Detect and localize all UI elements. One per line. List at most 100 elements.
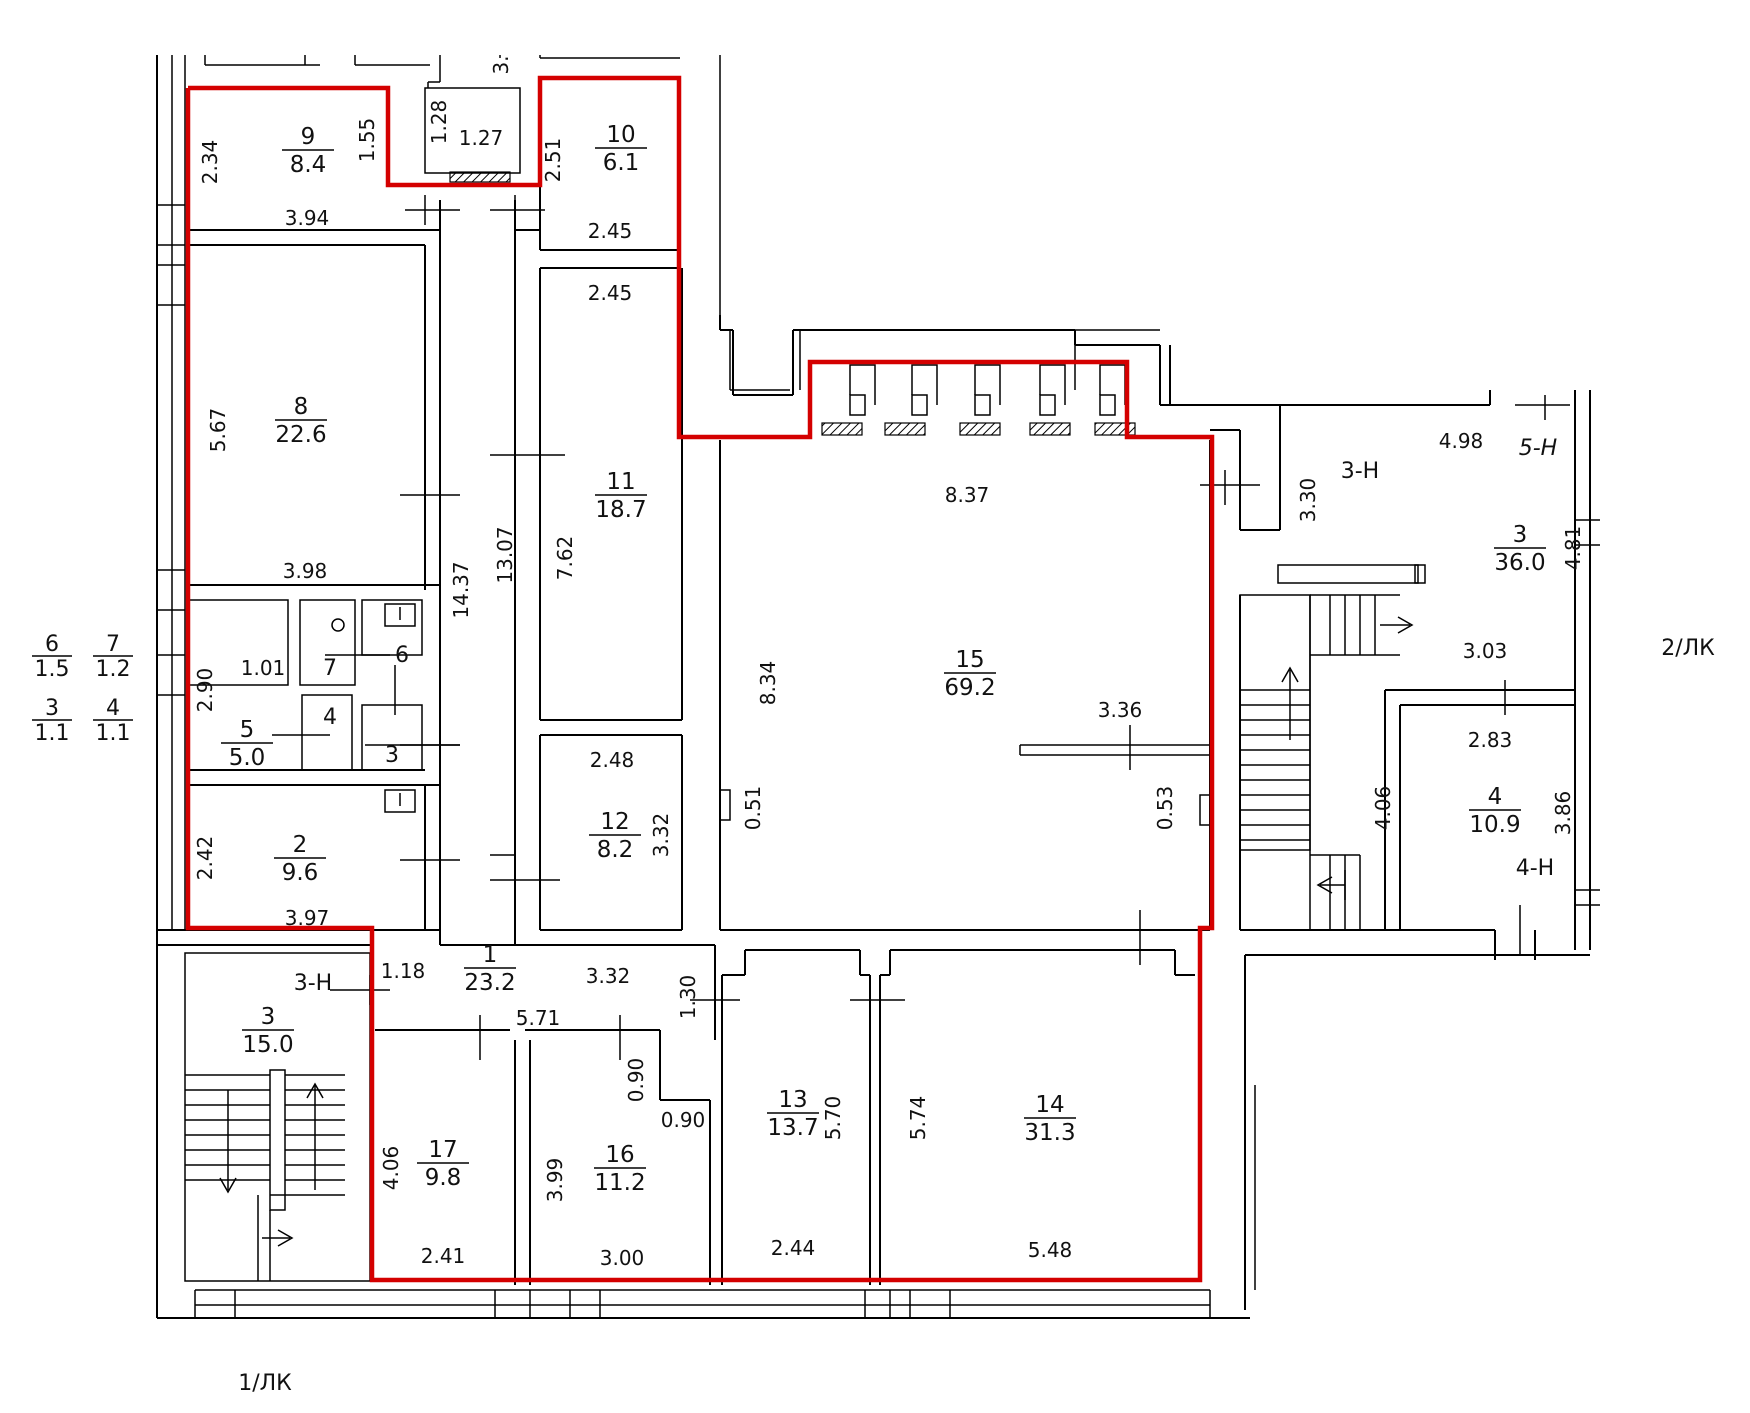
highlighted-area-outline: [185, 75, 1215, 1283]
room-number: 1: [483, 942, 498, 968]
dim-0-51: 0.51: [741, 786, 765, 831]
room-area: 9.8: [425, 1165, 462, 1191]
hatched-blocks: [449, 171, 1136, 436]
dim-3-99: 3.99: [543, 1158, 567, 1203]
dim-14-37: 14.37: [449, 561, 473, 618]
dim-1-55: 1.55: [355, 118, 379, 163]
dim-5-48: 5.48: [1028, 1238, 1073, 1262]
legend: 61.571.231.141.1: [32, 632, 133, 746]
dim-5-71: 5.71: [516, 1006, 561, 1030]
room-area: 31.3: [1024, 1120, 1075, 1146]
room-number: 2: [293, 832, 308, 858]
dim-3-00: 3.00: [600, 1246, 645, 1270]
room-number: 12: [600, 809, 629, 835]
room-label: 822.6: [275, 394, 327, 448]
dim-2-45-top: 2.45: [588, 219, 633, 243]
marker-4-n: 4-Н: [1516, 856, 1554, 881]
room-area: 8.2: [597, 837, 634, 863]
dim-2-90: 2.90: [193, 668, 217, 713]
room-area: 11.2: [594, 1170, 645, 1196]
dim-1-28: 1.28: [427, 100, 451, 145]
dim-5-70: 5.70: [821, 1096, 845, 1141]
room-label: 29.6: [274, 832, 326, 886]
room-number: 11: [606, 469, 635, 495]
legend-area: 1.1: [35, 721, 70, 746]
marker-3-n-right: 3-Н: [1341, 459, 1379, 484]
legend-item: 61.5: [32, 632, 72, 682]
room-number: 13: [778, 1087, 807, 1113]
room-labels: 98.4106.1822.61118.71569.2336.0410.9128.…: [221, 122, 1546, 1196]
room-label: 98.4: [282, 124, 334, 178]
dim-7-62: 7.62: [553, 536, 577, 581]
marker-2-lk: 2/ЛК: [1661, 636, 1715, 661]
room-number: 10: [606, 122, 635, 148]
dim-2-51: 2.51: [541, 138, 565, 183]
room-label-3-small: 3: [385, 743, 399, 768]
legend-item: 41.1: [93, 696, 133, 746]
dim-0-90: 0.90: [661, 1108, 706, 1132]
legend-number: 7: [106, 632, 120, 657]
dim-3-03: 3.03: [1463, 639, 1508, 663]
walls: [156, 55, 1600, 1319]
legend-number: 4: [106, 696, 120, 721]
room-area: 9.6: [282, 860, 319, 886]
dim-2-41: 2.41: [421, 1244, 466, 1268]
markers: 3-Н 5-Н 4-Н 3-Н 2/ЛК 1/ЛК: [238, 436, 1715, 1396]
dim-3-94: 3.94: [285, 206, 330, 230]
room-number: 14: [1035, 1092, 1064, 1118]
small-room-labels: 7 6 4 3: [323, 643, 409, 768]
room-area: 6.1: [603, 150, 640, 176]
room-label: 123.2: [464, 942, 516, 996]
dim-3-97: 3.97: [285, 906, 330, 930]
dim-2-34: 2.34: [198, 140, 222, 185]
legend-area: 1.1: [96, 721, 131, 746]
room-label-7: 7: [323, 656, 337, 681]
dim-3-36: 3.36: [1098, 698, 1143, 722]
room-label: 410.9: [1469, 784, 1521, 838]
dim-1-01: 1.01: [241, 656, 286, 680]
room-label: 128.2: [589, 809, 641, 863]
dim-1-27: 1.27: [459, 126, 504, 150]
room-label: 315.0: [242, 1004, 294, 1058]
room-number: 3: [261, 1004, 276, 1030]
legend-number: 3: [45, 696, 59, 721]
dim-0-90-vertical: 0.90: [624, 1058, 648, 1103]
dim-2-45: 2.45: [588, 281, 633, 305]
room-label: 55.0: [221, 717, 273, 771]
dim-3-98: 3.98: [283, 559, 328, 583]
room-area: 36.0: [1494, 550, 1545, 576]
room-number: 9: [301, 124, 316, 150]
room-area: 18.7: [595, 497, 646, 523]
dim-8-34: 8.34: [756, 661, 780, 706]
dim-2-42: 2.42: [193, 836, 217, 881]
dim-3-30: 3.30: [1296, 478, 1320, 523]
legend-item: 71.2: [93, 632, 133, 682]
dim-4-06-right: 4.06: [1371, 786, 1395, 831]
room-label: 106.1: [595, 122, 647, 176]
dim-5-74: 5.74: [906, 1096, 930, 1141]
legend-area: 1.5: [35, 657, 70, 682]
dimension-labels: 2.34 1.55 3.94 1.28 1.27 3. 2.51 2.45 2.…: [193, 55, 1585, 1270]
dim-4-06-left: 4.06: [379, 1146, 403, 1191]
dim-5-67: 5.67: [206, 408, 230, 453]
room-number: 17: [428, 1137, 457, 1163]
room-area: 23.2: [464, 970, 515, 996]
room-number: 4: [1488, 784, 1503, 810]
room-label: 179.8: [417, 1137, 469, 1191]
room-number: 16: [605, 1142, 634, 1168]
room-label: 336.0: [1494, 522, 1546, 576]
dim-4-98: 4.98: [1439, 429, 1484, 453]
room-area: 10.9: [1469, 812, 1520, 838]
room-area: 13.7: [767, 1115, 818, 1141]
room-number: 5: [240, 717, 255, 743]
room-number: 15: [955, 647, 984, 673]
room-area: 15.0: [242, 1032, 293, 1058]
marker-5-n: 5-Н: [1519, 436, 1557, 461]
dim-1-18: 1.18: [381, 959, 426, 983]
room-label-4-small: 4: [323, 705, 337, 730]
dim-3-86: 3.86: [1551, 791, 1575, 836]
